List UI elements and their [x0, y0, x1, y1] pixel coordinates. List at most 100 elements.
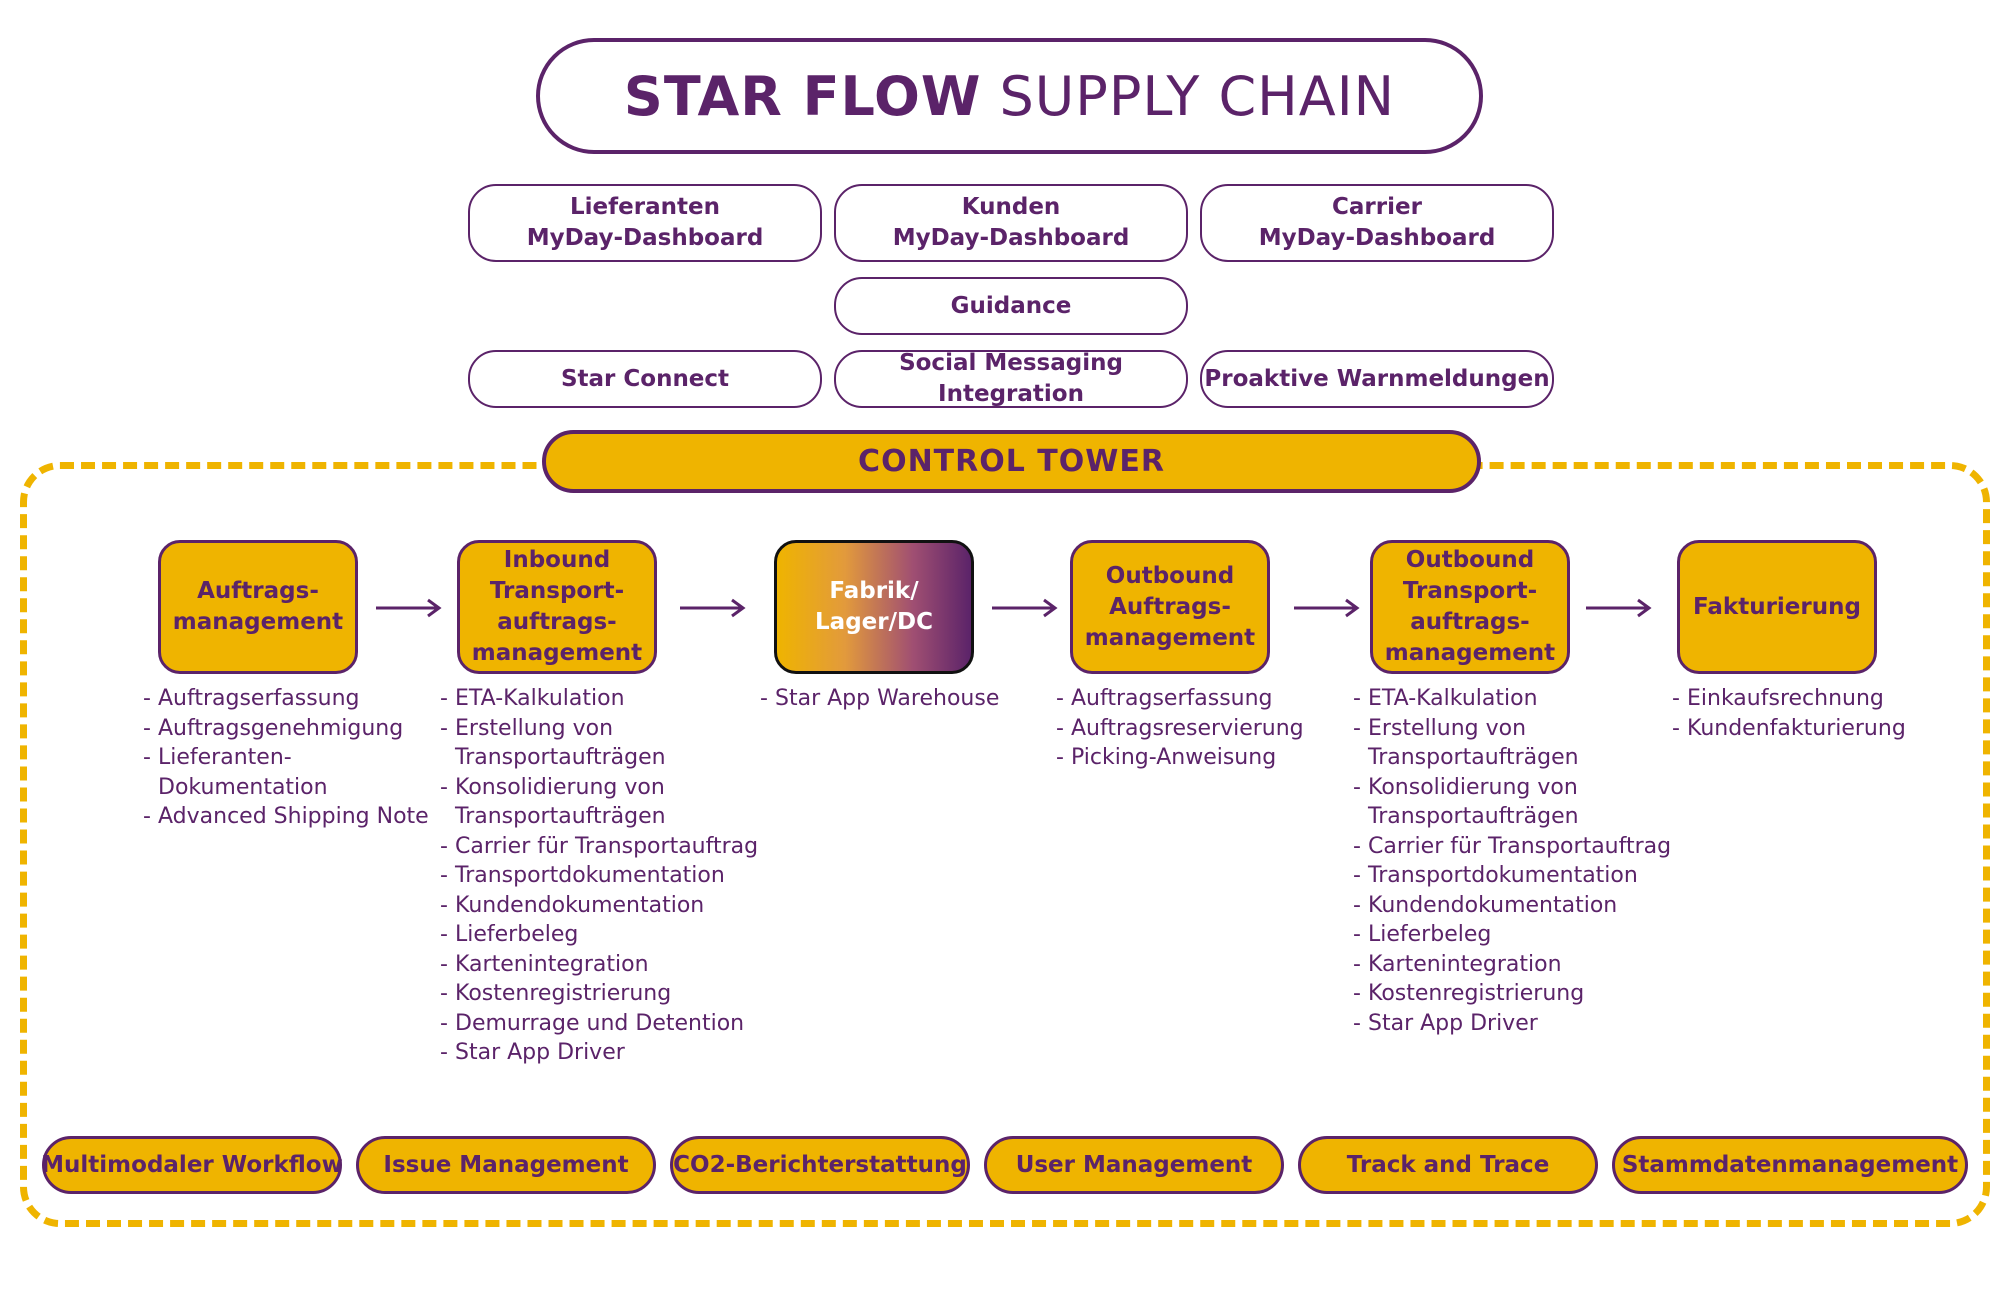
- list-item-text: Kundendokumentation: [455, 892, 705, 918]
- list-item: -Carrier für Transportauftrag: [440, 832, 760, 862]
- list-item: -Lieferanten- Dokumentation: [143, 743, 433, 802]
- list-dash: -: [1353, 863, 1361, 888]
- step-label-line: management: [172, 609, 344, 635]
- list-item: -Erstellung von Transportaufträgen: [1353, 714, 1673, 773]
- step-feature-list: -ETA-Kalkulation-Erstellung von Transpor…: [1353, 684, 1673, 1038]
- list-item-text: Star App Warehouse: [775, 686, 1000, 711]
- list-dash: -: [440, 951, 448, 977]
- list-item: -ETA-Kalkulation: [440, 684, 760, 714]
- list-item: -Auftragserfassung: [143, 684, 433, 714]
- step-outbound-transport: Outbound Transport- auftrags- management: [1370, 540, 1570, 674]
- list-item-text: Kostenregistrierung: [1368, 981, 1585, 1006]
- list-dash: -: [1353, 774, 1361, 800]
- list-dash: -: [440, 1010, 448, 1036]
- step-fabrik-lager: Fabrik/ Lager/DC: [774, 540, 974, 674]
- list-dash: -: [440, 863, 448, 888]
- title-regular: SUPPLY CHAIN: [999, 64, 1396, 128]
- list-item: -Konsolidierung von Transportaufträgen: [440, 773, 760, 832]
- guidance-label: Guidance: [950, 292, 1072, 319]
- list-item-text: Konsolidierung von Transportaufträgen: [1368, 774, 1579, 830]
- list-item-text: Lieferbeleg: [1368, 922, 1492, 947]
- list-item-text: Einkaufsrechnung: [1687, 686, 1884, 711]
- list-dash: -: [1353, 922, 1361, 947]
- list-item: -Konsolidierung von Transportaufträgen: [1353, 773, 1673, 832]
- arrow-right-icon: [1586, 598, 1652, 618]
- list-item: -Lieferbeleg: [1353, 920, 1673, 950]
- list-item-text: Kartenintegration: [1368, 951, 1562, 977]
- step-label-line: Transport-: [1402, 578, 1538, 604]
- step-label-line: auftrags-: [497, 609, 617, 635]
- list-item-text: Auftragserfassung: [1071, 686, 1273, 711]
- step-label-line: auftrags-: [1410, 609, 1530, 635]
- list-dash: -: [440, 892, 448, 918]
- list-dash: -: [1056, 745, 1064, 770]
- module-issue-management: Issue Management: [356, 1136, 656, 1194]
- dashboard-label-line: Kunden: [961, 194, 1061, 220]
- list-dash: -: [440, 833, 448, 859]
- list-item: -Kundendokumentation: [440, 891, 760, 921]
- list-item: -ETA-Kalkulation: [1353, 684, 1673, 714]
- module-multimodaler-workflow: Multimodaler Workflow: [41, 1136, 343, 1194]
- list-item-text: Kundendokumentation: [1368, 892, 1618, 918]
- list-dash: -: [143, 715, 151, 741]
- list-dash: -: [760, 686, 768, 711]
- list-item-text: Auftragsgenehmigung: [158, 715, 404, 741]
- list-dash: -: [440, 922, 448, 947]
- list-item: -Kostenregistrierung: [440, 979, 760, 1009]
- list-dash: -: [143, 745, 151, 770]
- list-item-text: Transportdokumentation: [1368, 863, 1638, 888]
- list-item: -Picking-Anweisung: [1056, 743, 1356, 773]
- list-dash: -: [143, 804, 151, 829]
- module-label: CO2-Berichterstattung: [673, 1152, 967, 1178]
- dashboard-label-line: MyDay-Dashboard: [892, 225, 1130, 251]
- list-dash: -: [1056, 686, 1064, 711]
- step-auftragsmanagement: Auftrags- management: [158, 540, 358, 674]
- control-tower-label: CONTROL TOWER: [858, 444, 1165, 479]
- dashboard-label-line: MyDay-Dashboard: [526, 225, 764, 251]
- list-dash: -: [1353, 892, 1361, 918]
- title-bold: STAR FLOW: [623, 64, 982, 128]
- list-dash: -: [440, 715, 448, 741]
- diagram-title: STAR FLOW SUPPLY CHAIN: [536, 38, 1483, 154]
- list-item: -Kartenintegration: [1353, 950, 1673, 980]
- list-dash: -: [440, 981, 448, 1006]
- step-fakturierung: Fakturierung: [1677, 540, 1877, 674]
- step-feature-list: -ETA-Kalkulation-Erstellung von Transpor…: [440, 684, 760, 1068]
- list-item: -Advanced Shipping Note: [143, 802, 433, 832]
- dashboard-carrier: Carrier MyDay-Dashboard: [1200, 184, 1554, 262]
- step-label-line: Outbound: [1105, 562, 1235, 589]
- list-item-text: Star App Driver: [455, 1040, 625, 1065]
- step-outbound-auftrag: Outbound Auftrags- management: [1070, 540, 1270, 674]
- arrow-right-icon: [1294, 598, 1360, 618]
- list-dash: -: [1056, 715, 1064, 741]
- arrow-right-icon: [992, 598, 1058, 618]
- step-feature-list: -Auftragserfassung-Auftragsgenehmigung-L…: [143, 684, 433, 832]
- list-item-text: Konsolidierung von Transportaufträgen: [455, 774, 666, 830]
- list-dash: -: [1353, 951, 1361, 977]
- step-label-line: Inbound: [503, 547, 611, 573]
- list-item: -Star App Driver: [1353, 1009, 1673, 1039]
- list-dash: -: [1672, 686, 1680, 711]
- list-item-text: Carrier für Transportauftrag: [1368, 833, 1672, 859]
- list-item-text: Star App Driver: [1368, 1010, 1538, 1036]
- list-item: -Kundenfakturierung: [1672, 714, 1962, 744]
- control-tower-banner: CONTROL TOWER: [542, 430, 1481, 493]
- list-item: -Transportdokumentation: [440, 861, 760, 891]
- module-label: Stammdatenmanagement: [1621, 1152, 1959, 1178]
- dashboard-label-line: Carrier: [1332, 194, 1422, 220]
- step-label-line: management: [1084, 624, 1256, 651]
- feature-label: Star Connect: [560, 365, 730, 392]
- list-item-text: Auftragserfassung: [158, 686, 360, 711]
- list-item-text: Erstellung von Transportaufträgen: [1368, 715, 1579, 771]
- list-dash: -: [440, 774, 448, 800]
- module-track-and-trace: Track and Trace: [1298, 1136, 1598, 1194]
- step-label-line: Auftrags-: [1109, 593, 1231, 620]
- step-label-line: Transport-: [489, 578, 625, 604]
- step-label-line: Fakturierung: [1693, 593, 1861, 620]
- list-item-text: Demurrage und Detention: [455, 1010, 745, 1036]
- step-feature-list: -Auftragserfassung-Auftragsreservierung-…: [1056, 684, 1356, 773]
- list-item: -Kostenregistrierung: [1353, 979, 1673, 1009]
- feature-label: Proaktive Warnmeldungen: [1204, 365, 1550, 392]
- list-item: -Star App Driver: [440, 1038, 760, 1068]
- list-item: -Auftragsgenehmigung: [143, 714, 433, 744]
